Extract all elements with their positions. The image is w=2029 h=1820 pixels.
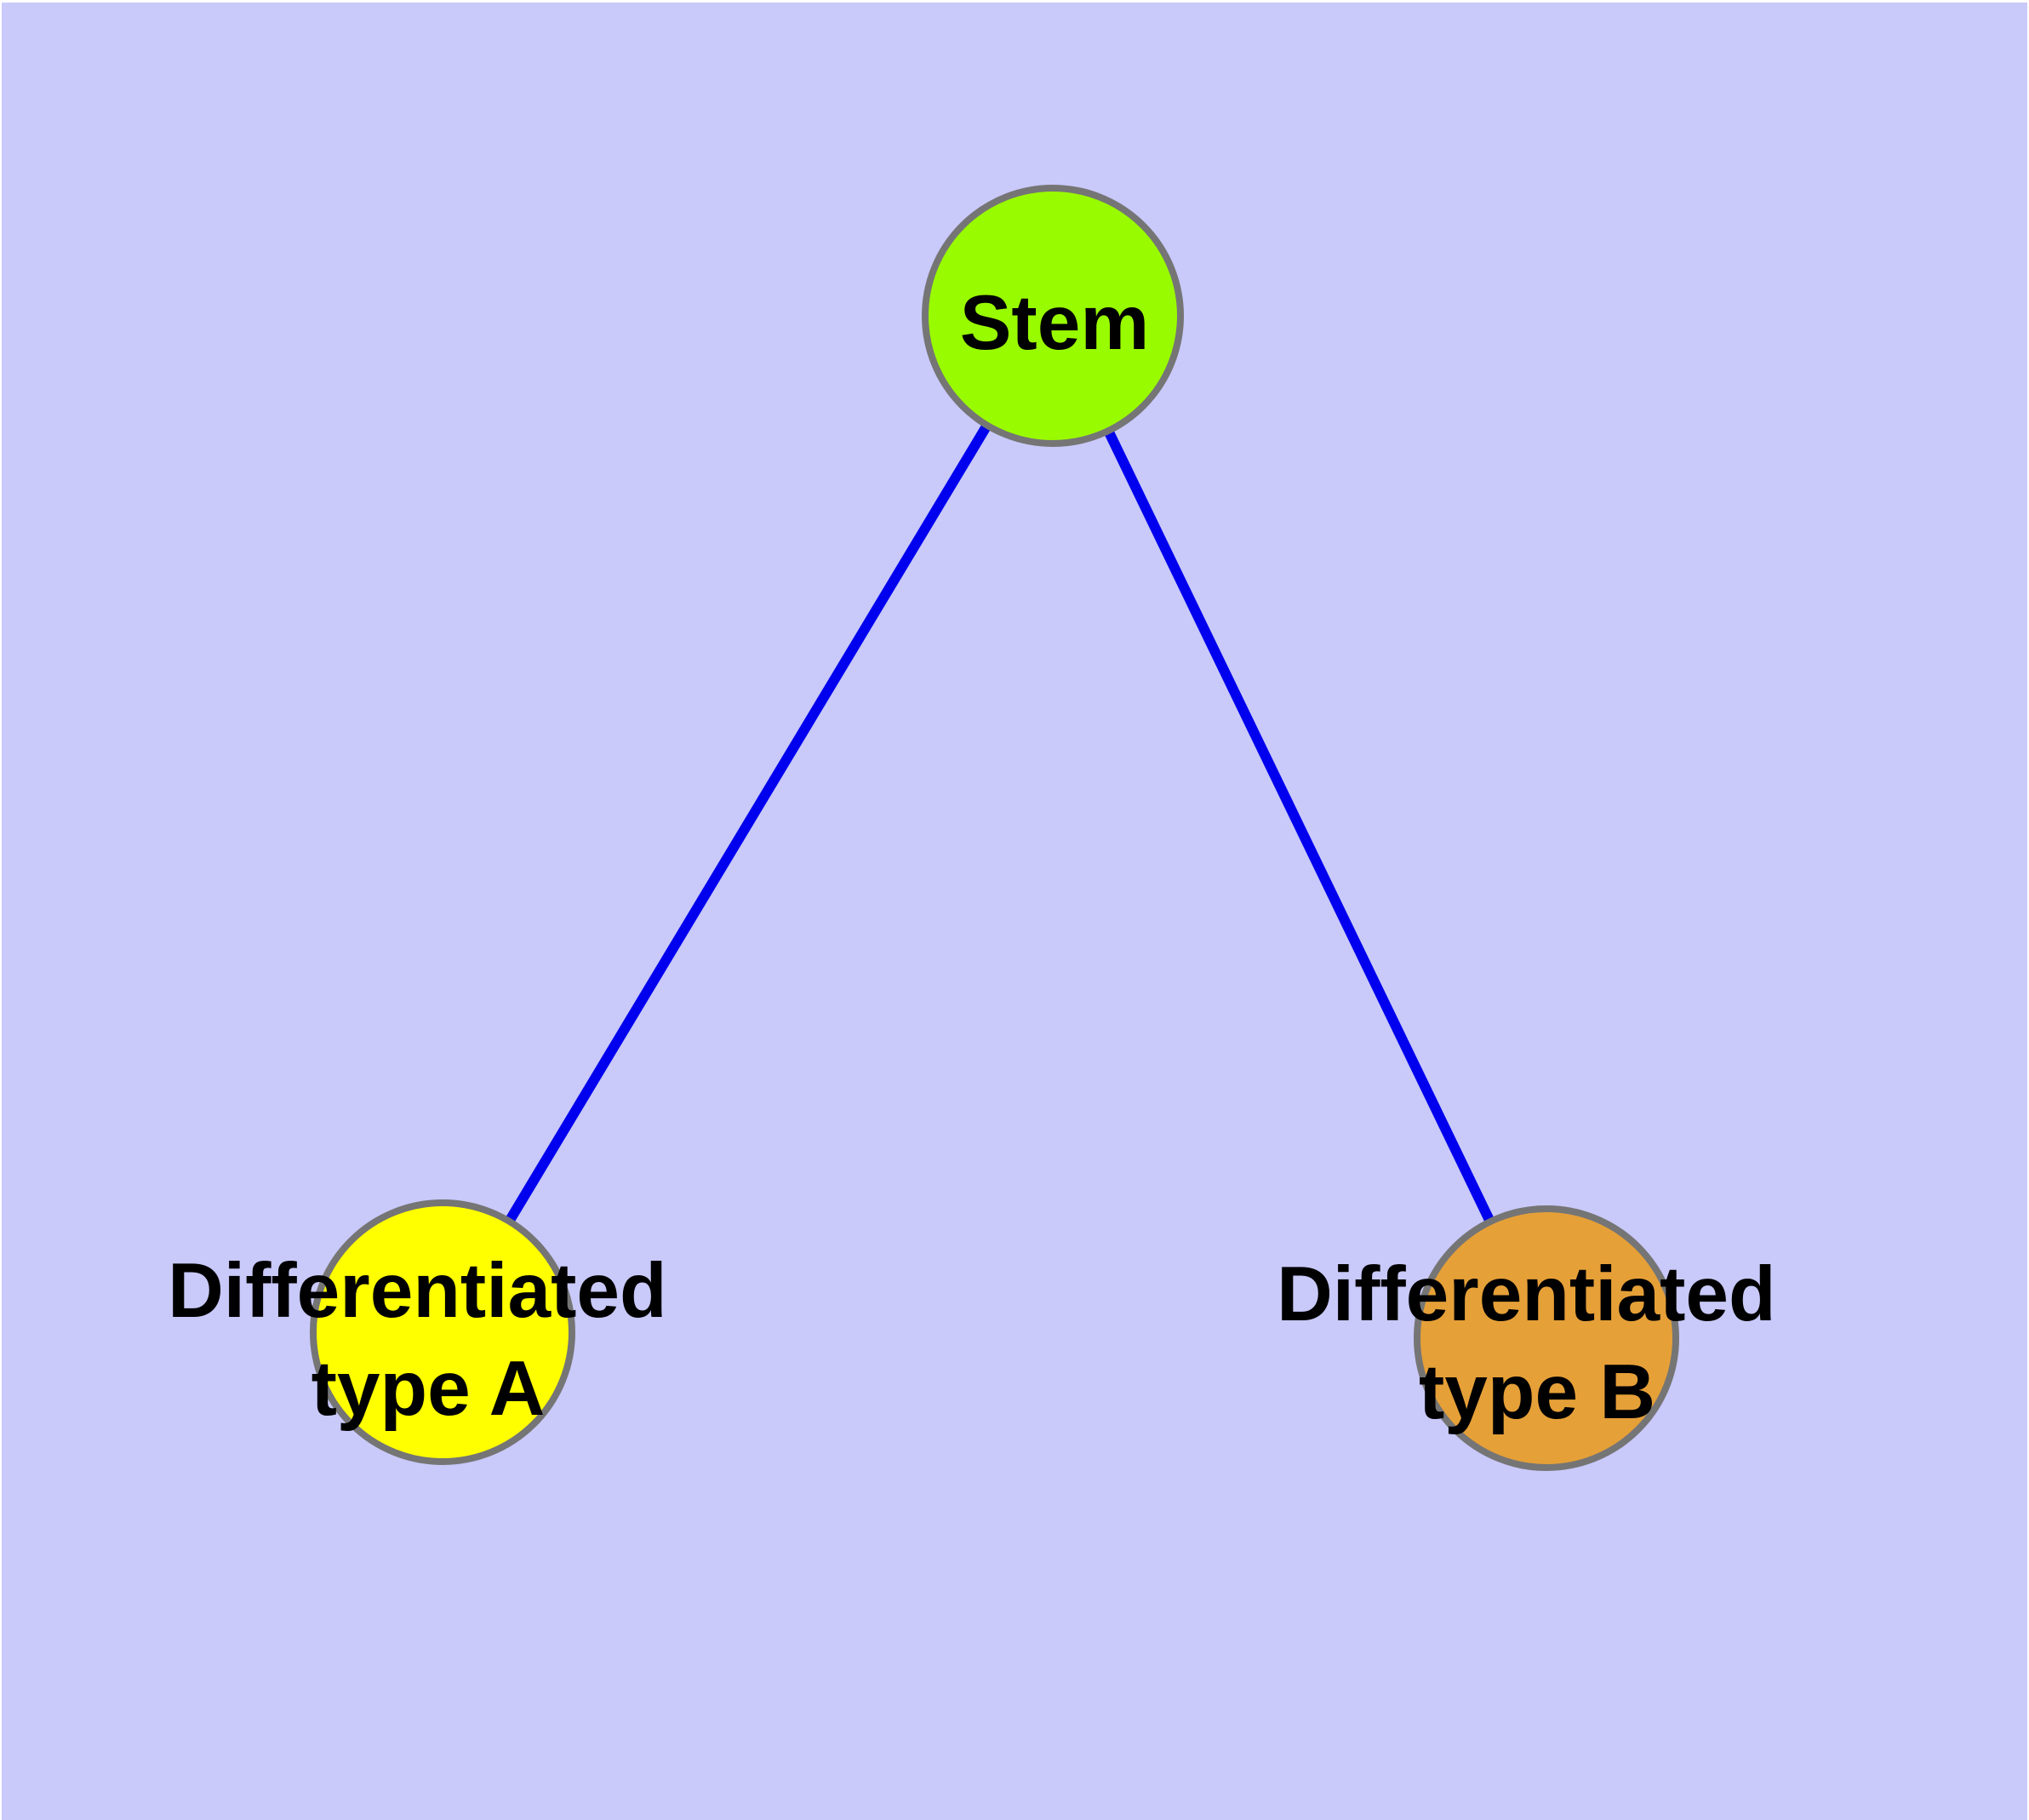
stem-node [922, 185, 1184, 447]
type-b-node-label: Differentiated type B [1277, 1251, 1798, 1435]
edge-stem-to-type-b [1048, 313, 1552, 1341]
type-b-node [1414, 1205, 1679, 1471]
type-b-label-line1: Differentiated [1277, 1251, 1776, 1337]
edge-stem-to-type-a [437, 312, 1058, 1336]
type-a-label-line2: type A [311, 1346, 546, 1432]
type-a-node [310, 1199, 575, 1465]
type-a-label-line1: Differentiated [168, 1248, 667, 1334]
type-a-node-label: Differentiated type A [168, 1248, 689, 1432]
type-b-label-line2: type B [1419, 1349, 1655, 1435]
stem-node-label: Stem [960, 280, 1150, 366]
